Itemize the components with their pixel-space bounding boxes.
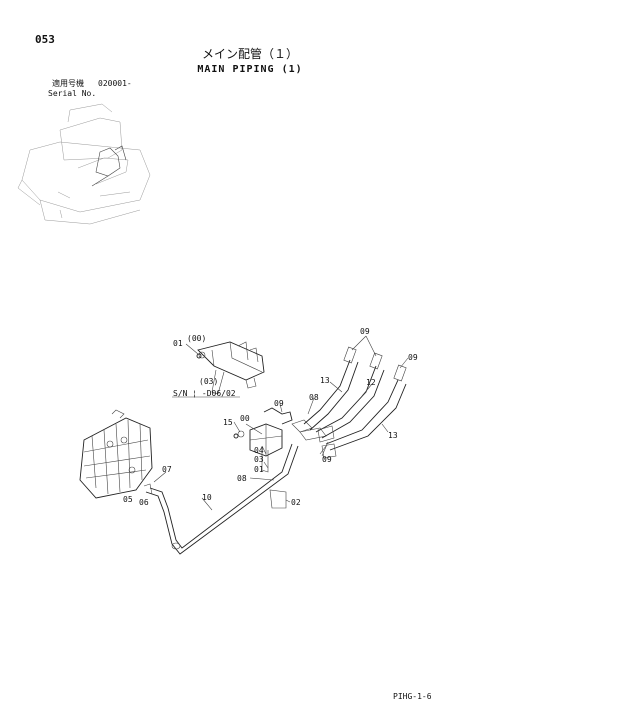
- callout-02: 02: [291, 498, 301, 507]
- callout-03-main: 03: [254, 455, 264, 464]
- callout-07: 07: [162, 465, 172, 474]
- callout-08-upper: 08: [309, 393, 319, 402]
- title-japanese: メイン配管（１）: [201, 47, 298, 61]
- serial-number-range: 020001-: [98, 79, 132, 88]
- page-number: 053: [35, 33, 55, 46]
- callout-12: 12: [366, 378, 376, 387]
- figure-code: PIHG-1-6: [393, 692, 432, 701]
- callout-01-main: 01: [254, 465, 264, 474]
- serial-note-inset: S/N ¦ -D06/02: [173, 389, 236, 398]
- callout-00-inset: (00): [187, 334, 206, 343]
- callout-00-main: 00: [240, 414, 250, 423]
- callout-03-inset: (03): [199, 377, 218, 386]
- pipe-10: [143, 443, 299, 555]
- leader-lines: [153, 335, 409, 511]
- callout-13-upper: 13: [320, 376, 330, 385]
- callout-06: 06: [139, 498, 149, 507]
- callout-01-inset: 01: [173, 339, 183, 348]
- callout-09-right: 09: [408, 353, 418, 362]
- callout-09-mid: 09: [274, 399, 284, 408]
- hose-assemblies: [303, 346, 407, 459]
- callout-09-lower: 09: [322, 455, 332, 464]
- callout-09-top: 09: [360, 327, 370, 336]
- callout-10: 10: [202, 493, 212, 502]
- serial-label-japanese: 適用号機: [52, 79, 84, 88]
- central-manifold: [233, 407, 327, 509]
- callout-labels: 01 (00) 09 (03) S/N ¦ -D06/02 09 13 12 0…: [123, 327, 418, 507]
- title-english: MAIN PIPING (1): [197, 64, 303, 75]
- callout-13-lower: 13: [388, 431, 398, 440]
- control-valve: [79, 409, 153, 499]
- inset-bracket-detail: [172, 341, 265, 398]
- serial-label-english: Serial No.: [48, 89, 97, 98]
- callout-15: 15: [223, 418, 233, 427]
- callout-08-lower: 08: [237, 474, 247, 483]
- callout-05: 05: [123, 495, 133, 504]
- callout-04: 04: [254, 446, 264, 455]
- machine-overview-sketch: [17, 103, 151, 225]
